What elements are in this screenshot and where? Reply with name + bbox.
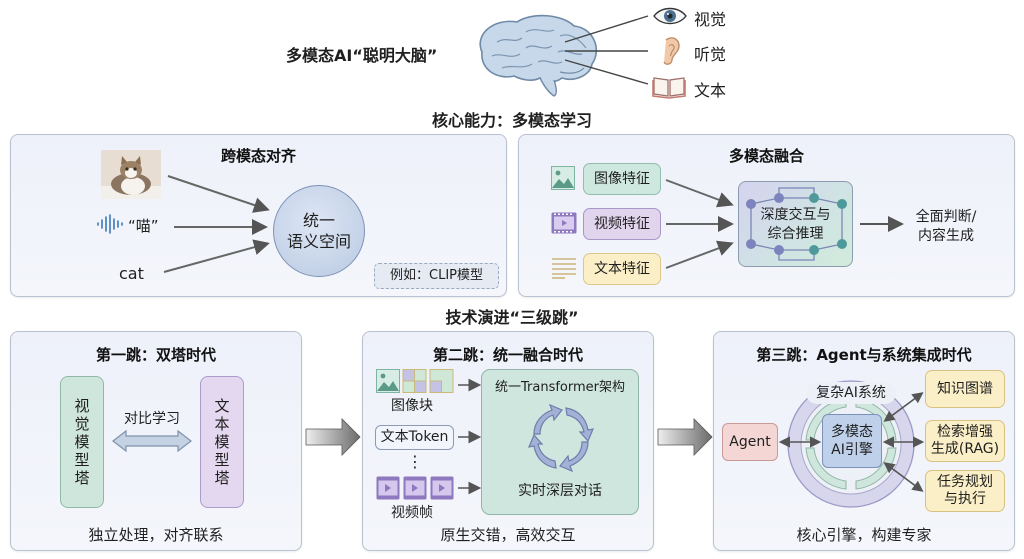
transformer-box: 统一Transformer架构 实时深层对话 [481, 369, 639, 515]
cat-photo-icon [101, 150, 161, 199]
agent-box: Agent [722, 423, 778, 461]
tower-char: 视 [74, 397, 90, 415]
cycle-arrows-icon [528, 403, 594, 473]
stage2-caption: 原生交错，高效交互 [440, 526, 576, 544]
tool-label-line2: 生成(RAG) [930, 441, 1000, 457]
tower-char: 型 [214, 451, 230, 469]
text-tower: 文 本 模 型 塔 [200, 376, 244, 508]
audio-label: “喵” [128, 217, 159, 235]
video-frames-icon [376, 476, 454, 500]
feature-text: 文本特征 [583, 253, 661, 285]
sense-label-hearing: 听觉 [694, 45, 727, 64]
engine-line1: 多模态 [831, 424, 873, 440]
transformer-title: 统一Transformer架构 [494, 380, 625, 395]
sense-connector-lines [564, 15, 649, 85]
text-token-box: 文本Token [375, 425, 454, 450]
book-icon [652, 77, 686, 99]
vision-tower: 视 觉 模 型 塔 [60, 376, 104, 508]
tower-char: 本 [214, 415, 230, 433]
hub-line2: 综合推理 [767, 226, 824, 242]
double-arrow-icon [112, 429, 192, 453]
ai-engine-box: 多模态 AI引擎 [822, 414, 882, 468]
ear-icon [663, 37, 680, 65]
tower-char: 觉 [74, 415, 90, 433]
tower-char: 模 [214, 433, 230, 451]
eye-icon [653, 7, 687, 25]
image-icon [551, 166, 575, 190]
contrastive-learning-label: 对比学习 [124, 411, 180, 427]
tower-char: 模 [74, 433, 90, 451]
evolution-section-title: 技术演进“三级跳” [445, 308, 579, 327]
fusion-hub: 深度交互与 综合推理 [738, 181, 853, 267]
core-section-title: 核心能力：多模态学习 [431, 111, 592, 130]
text-lines-icon [552, 258, 576, 279]
stage1-caption: 独立处理，对齐联系 [88, 526, 224, 544]
tool-label-line2: 与执行 [944, 491, 986, 507]
tower-char: 型 [74, 451, 90, 469]
network-graph-icon [746, 187, 847, 261]
stage2-title: 第二跳：统一融合时代 [432, 346, 583, 364]
ellipsis: ⋮ [407, 452, 423, 471]
brain-title: 多模态AI“聪明大脑” [286, 46, 438, 65]
video-frames-label: 视频帧 [391, 505, 433, 521]
image-patches-icon [376, 369, 454, 393]
space-line1: 统一 [302, 211, 335, 230]
tool-label: 知识图谱 [937, 380, 993, 397]
fusion-title: 多模态融合 [728, 147, 804, 165]
complex-ai-system-label: 复杂AI系统 [816, 385, 886, 401]
knowledge-graph-box: 知识图谱 [925, 370, 1005, 408]
sound-wave-icon [97, 214, 123, 234]
image-patches-label: 图像块 [391, 398, 433, 414]
tool-label-line1: 任务规划 [937, 474, 993, 490]
tool-label-line1: 检索增强 [937, 424, 993, 440]
stage3-caption: 核心引擎，构建专家 [796, 526, 932, 544]
text-input-cat: cat [119, 264, 144, 283]
transformer-subtitle: 实时深层对话 [518, 483, 602, 499]
big-arrow-2-icon [657, 418, 713, 456]
brain-icon [479, 14, 598, 97]
tower-char: 文 [214, 397, 230, 415]
big-arrow-1-icon [305, 418, 361, 456]
fusion-output: 全面判断/ 内容生成 [904, 208, 988, 246]
hub-line1: 深度交互与 [760, 207, 831, 223]
tower-char: 塔 [214, 469, 230, 487]
feature-video: 视频特征 [583, 208, 661, 240]
output-line2: 内容生成 [918, 228, 974, 244]
tower-char: 塔 [74, 469, 90, 487]
video-icon [551, 212, 577, 234]
rag-box: 检索增强 生成(RAG) [925, 420, 1005, 462]
sense-label-vision: 视觉 [694, 10, 727, 29]
space-line2: 语义空间 [286, 232, 351, 251]
task-planning-box: 任务规划 与执行 [925, 470, 1005, 512]
unified-semantic-space: 统一 语义空间 [273, 185, 365, 277]
feature-image: 图像特征 [583, 163, 661, 195]
sense-label-text: 文本 [694, 81, 727, 100]
output-line1: 全面判断/ [915, 209, 977, 225]
stage1-title: 第一跳：双塔时代 [95, 346, 216, 364]
stage3-title: 第三跳：Agent与系统集成时代 [756, 346, 972, 364]
alignment-title: 跨模态对齐 [220, 147, 296, 165]
engine-line2: AI引擎 [831, 442, 873, 458]
clip-example-badge: 例如：CLIP模型 [374, 263, 499, 289]
